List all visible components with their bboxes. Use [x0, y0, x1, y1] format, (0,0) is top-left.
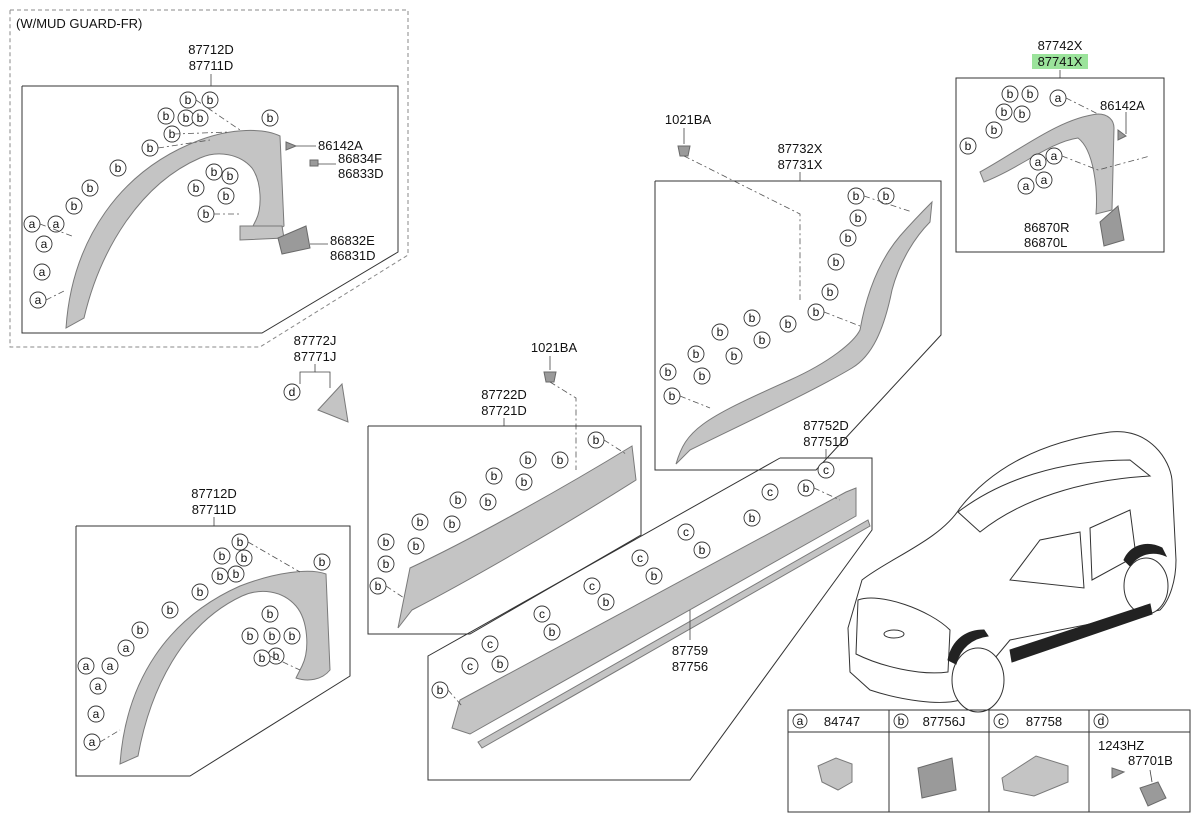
front-flare-lower-box	[75, 525, 351, 777]
clip-87758-icon	[1001, 755, 1069, 797]
rear-door-panel: 1021BA 87732X 87731X	[654, 112, 942, 471]
callout-d: d	[289, 385, 296, 399]
rear-door-garnish-part	[675, 200, 933, 465]
legend-part-1243hz: 1243HZ	[1098, 738, 1144, 753]
mudguard-note: (W/MUD GUARD-FR)	[16, 16, 142, 31]
mudguard-part	[277, 225, 311, 255]
part-label-86831d: 86831D	[330, 248, 376, 263]
part-label-87712d: 87712D	[188, 42, 234, 57]
clip-87756j-icon	[917, 757, 957, 799]
dashed-group-outline	[9, 9, 409, 348]
wedge-part	[317, 382, 349, 423]
legend-table: a 84747 b 87756J c 87758 d 1243HZ 87701B	[787, 709, 1191, 813]
part-label-87751d: 87751D	[803, 434, 849, 449]
part-label-1021ba-top: 1021BA	[665, 112, 712, 127]
sill-strip-part	[477, 519, 871, 749]
part-label-87741x: 87741X	[1038, 54, 1083, 69]
part-label-1021ba-mid: 1021BA	[531, 340, 578, 355]
front-door-garnish-part	[397, 445, 637, 629]
side-sill-part	[451, 487, 857, 735]
part-label-86834f: 86834F	[338, 151, 382, 166]
part-label-87756: 87756	[672, 659, 708, 674]
legend-letter-d: d	[1098, 714, 1105, 728]
legend-part-87758: 87758	[1026, 714, 1062, 729]
legend-letter-c: c	[998, 714, 1004, 728]
highlight-87741x	[1032, 54, 1088, 69]
clip-84747-icon	[817, 757, 853, 791]
part-label-87771j: 87771J	[294, 349, 337, 364]
front-flare-box	[21, 85, 399, 334]
clip-icon	[309, 159, 319, 167]
part-label-87711d-lower: 87711D	[192, 502, 237, 517]
legend-part-87701b: 87701B	[1128, 753, 1173, 768]
sill-panel: 87752D 87751D 87759 87756	[427, 418, 873, 781]
screw-1243hz-icon	[1111, 767, 1126, 779]
vehicle-front-flare-highlight	[947, 629, 989, 665]
front-flare-lower-part	[119, 570, 331, 765]
part-label-87731x: 87731X	[778, 157, 823, 172]
part-label-86870r: 86870R	[1024, 220, 1070, 235]
mudguard-front-panel: (W/MUD GUARD-FR) 87712D 87711D 86142A 86…	[9, 9, 409, 348]
rear-flare-small-box	[955, 77, 1165, 253]
vehicle-illustration	[847, 431, 1177, 713]
vehicle-side-sill-highlight	[1009, 603, 1153, 663]
legend-part-87756j: 87756J	[923, 714, 966, 729]
part-label-86870l: 86870L	[1024, 235, 1067, 250]
vehicle-front-window	[1009, 531, 1085, 589]
part-label-87759: 87759	[672, 643, 708, 658]
rear-door-box	[654, 180, 942, 471]
part-label-87772j: 87772J	[294, 333, 337, 348]
part-label-87742x: 87742X	[1038, 38, 1083, 53]
clip-87701b-icon	[1139, 781, 1167, 807]
clip-icon	[543, 371, 557, 383]
legend-part-84747: 84747	[824, 714, 860, 729]
part-label-87752d: 87752D	[803, 418, 849, 433]
part-label-86832e: 86832E	[330, 233, 375, 248]
legend-letter-b: b	[898, 714, 905, 728]
part-label-87722d: 87722D	[481, 387, 527, 402]
flare-lower-part	[239, 225, 285, 241]
screw-icon	[285, 141, 298, 151]
rear-flare-small-panel: 87742X 87741X 86142A 86870R 86870L	[955, 38, 1165, 253]
vehicle-front-wheel	[951, 647, 1005, 713]
vehicle-rear-flare-highlight	[1123, 544, 1168, 567]
clip-icon	[677, 145, 691, 157]
legend-letter-a: a	[797, 714, 804, 728]
part-label-87721d: 87721D	[481, 403, 527, 418]
rear-flare-small-part	[979, 113, 1115, 215]
screw-icon	[1117, 129, 1127, 141]
vehicle-roof	[957, 459, 1152, 533]
vehicle-logo	[883, 629, 905, 639]
front-door-panel: 1021BA 87722D 87721D	[367, 340, 642, 635]
part-label-86142a: 86142A	[318, 138, 363, 153]
part-label-86142a-right: 86142A	[1100, 98, 1145, 113]
rear-mudguard-part	[1099, 205, 1125, 247]
part-label-86833d: 86833D	[338, 166, 384, 181]
front-flare-lower-panel: 87712D 87711D	[75, 486, 351, 777]
wedge-assembly: 87772J 87771J d	[283, 333, 349, 423]
part-label-87732x: 87732X	[778, 141, 823, 156]
part-label-87712d-lower: 87712D	[191, 486, 237, 501]
sill-box	[427, 457, 873, 781]
part-label-87711d: 87711D	[189, 58, 234, 73]
